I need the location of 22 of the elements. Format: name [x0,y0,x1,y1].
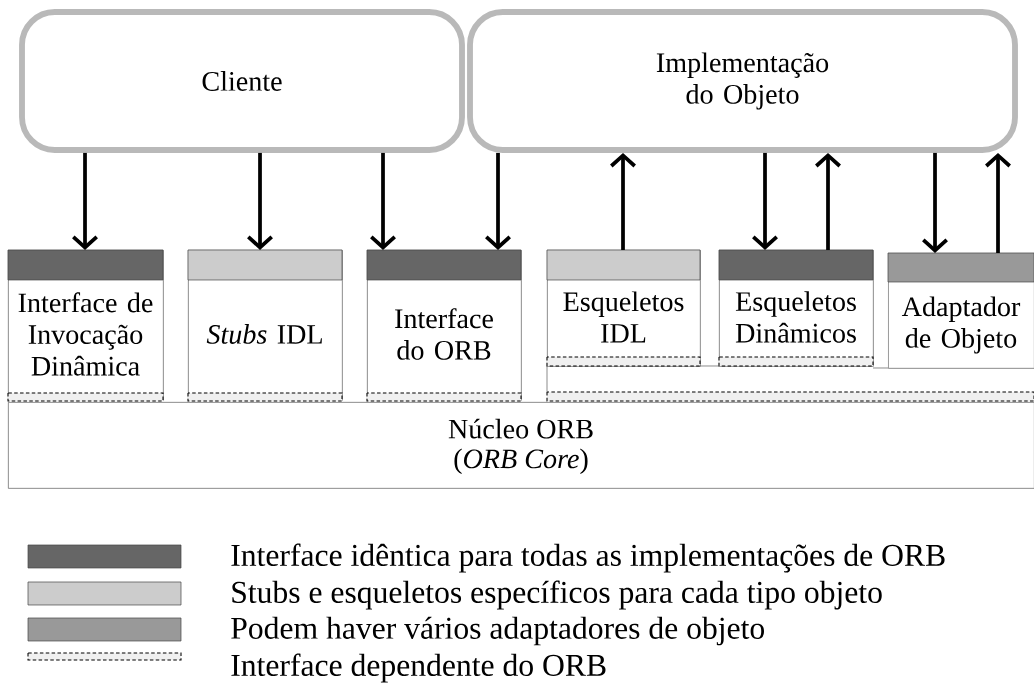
component-box: Interface de Invocação Dinâmica [7,249,164,401]
arrow [72,152,98,250]
arrow [922,152,948,253]
legend-text: Stubs e esqueletos específicos para cada tipo objeto [232,580,882,610]
legend-text: Podem haver vários adaptadores de objeto [231,616,764,646]
core-box: Núcleo ORB (ORB Core) [8,402,1034,489]
component-box: Cliente [19,9,465,153]
component-box: Implementação do Objeto [467,9,1018,153]
arrow [985,152,1011,253]
component-box: Esqueletos IDL [546,249,701,367]
legend-text: Interface dependente do ORB [231,653,606,683]
component-box: Esqueletos Dinâmicos [718,249,874,367]
legend-text: Interface idêntica para todas as implementações de ORB [231,543,945,573]
arrow [485,152,511,250]
component-box: Adaptador de Objeto [887,252,1034,369]
arrow [752,152,778,250]
component-box: Interface do ORB [366,249,522,401]
arrow [610,152,636,250]
arrow [247,152,273,250]
arrow [815,152,841,250]
arrow [370,152,396,250]
component-box: Stubs IDL [187,249,343,401]
